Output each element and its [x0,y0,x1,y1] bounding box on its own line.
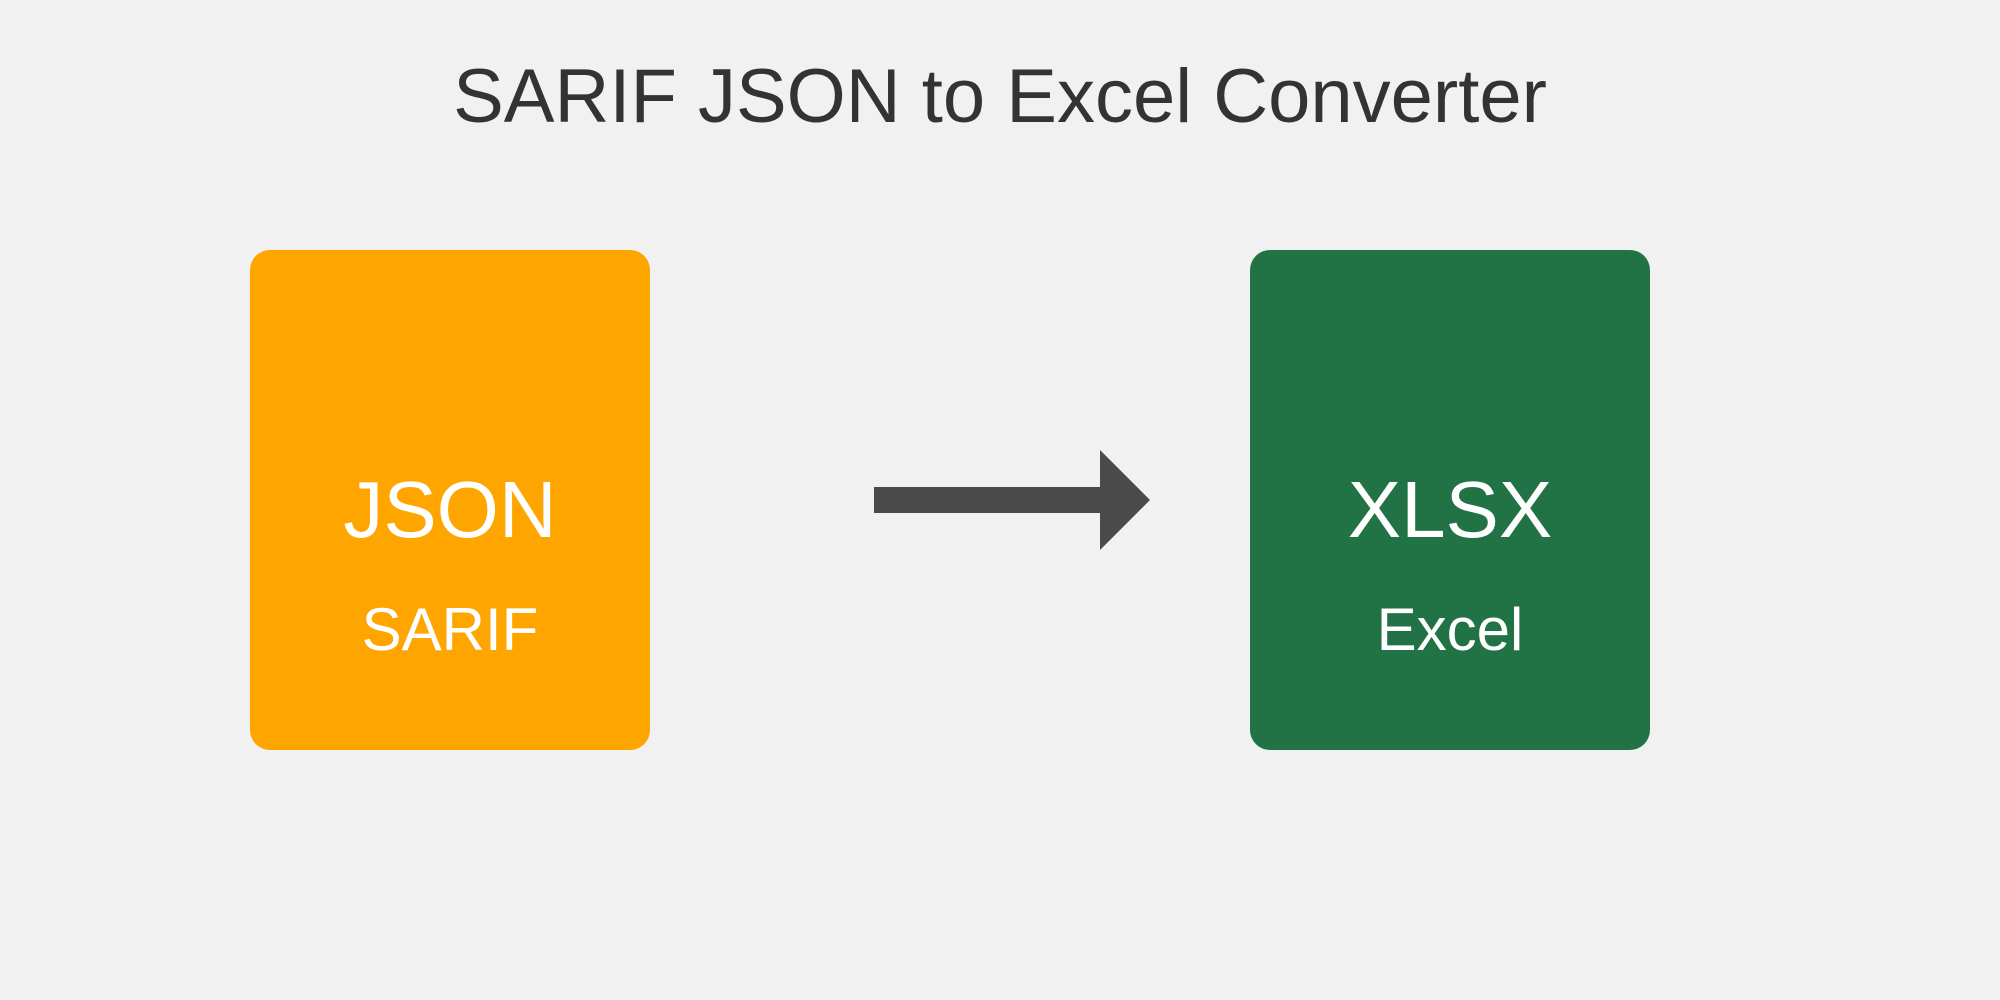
target-format-label: XLSX [1347,465,1553,554]
source-format-card: JSON SARIF [250,250,650,750]
right-arrow-icon [874,450,1150,550]
target-format-sublabel: Excel [1376,596,1524,663]
page-title: SARIF JSON to Excel Converter [453,54,1547,139]
source-format-sublabel: SARIF [361,596,539,663]
source-format-label: JSON [343,465,557,554]
target-format-card: XLSX Excel [1250,250,1650,750]
